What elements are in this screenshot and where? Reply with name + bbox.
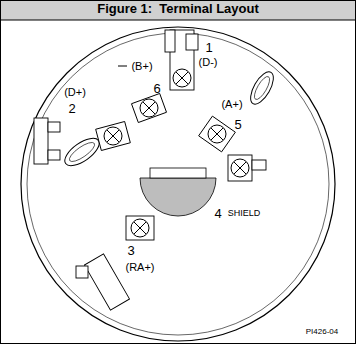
spring-clip [252, 160, 266, 170]
spring-clip [48, 122, 60, 132]
figure-title: Figure 1: Terminal Layout [0, 2, 356, 15]
mounting-slot [252, 74, 273, 101]
terminal-label: SHIELD [228, 209, 261, 218]
terminal-screw [131, 219, 149, 237]
terminal-plate [228, 155, 252, 181]
terminal-screw [140, 99, 158, 117]
drawing-number: PI426-04 [306, 328, 338, 336]
terminal-screw [231, 159, 249, 177]
terminal-plate [84, 254, 129, 310]
terminal-label: (RA+) [125, 262, 154, 273]
spring-clip [48, 150, 60, 160]
title-bar [1, 1, 355, 20]
terminal-label: (D+) [64, 87, 86, 98]
terminal-plate [131, 93, 166, 122]
label-tick [118, 66, 127, 67]
terminal-screw [173, 69, 191, 87]
terminal-label: 1 [205, 41, 212, 54]
terminal-plate [199, 116, 236, 152]
base-outline [21, 27, 335, 341]
title-rule [0, 20, 356, 21]
terminal-label: 5 [234, 118, 241, 131]
terminal-plate [96, 121, 131, 150]
spring-clip [76, 266, 88, 278]
base-rim [27, 33, 329, 335]
terminal-plate [126, 216, 154, 240]
terminal-plate [34, 118, 48, 164]
spring-clip [165, 30, 175, 52]
mounting-slot [60, 133, 103, 171]
terminal-label: 4 [214, 207, 221, 220]
shield-recess [140, 178, 216, 216]
terminal-label: (D-) [199, 57, 218, 68]
terminal-screw [104, 127, 122, 145]
mounting-slot [246, 68, 278, 107]
terminal-label: 3 [127, 244, 134, 257]
recess-tab [150, 168, 206, 178]
spring-clip [186, 34, 198, 50]
terminal-label: 6 [153, 82, 160, 95]
terminal-label: 2 [68, 102, 75, 115]
terminal-label: (A+) [221, 99, 242, 110]
terminal-screw [208, 125, 226, 143]
terminal-label: (B+) [131, 61, 152, 72]
mounting-slot [67, 139, 97, 164]
